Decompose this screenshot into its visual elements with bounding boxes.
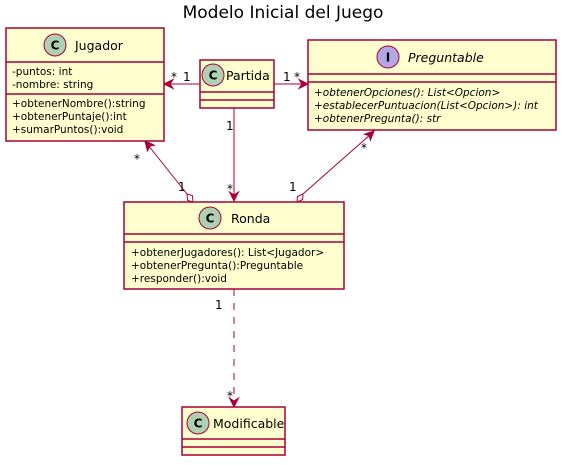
method: +obtenerJugadores(): List<Jugador> bbox=[131, 247, 324, 259]
class-partida: C Partida bbox=[199, 59, 275, 109]
class-jugador: C Jugador -puntos: int -nombre: string +… bbox=[5, 27, 165, 142]
multiplicity-preguntable-side: * bbox=[294, 70, 300, 84]
arrowhead bbox=[162, 78, 175, 90]
class-stereotype-badge bbox=[43, 33, 67, 57]
class-name: Modificable bbox=[213, 416, 285, 431]
class-box bbox=[307, 39, 557, 131]
aggregation-diamond bbox=[296, 193, 304, 203]
multiplicity-partida-side: 1 bbox=[226, 119, 234, 133]
edge-line bbox=[302, 133, 372, 195]
arrowhead bbox=[228, 190, 240, 203]
class-name: Preguntable bbox=[408, 50, 484, 65]
method: +obtenerOpciones(): List<Opcion> bbox=[314, 87, 500, 99]
interface-preguntable: I Preguntable +obtenerOpciones(): List<O… bbox=[307, 39, 557, 131]
class-name: Partida bbox=[226, 68, 270, 83]
relation-ronda-jugador: * 1 bbox=[134, 140, 194, 203]
multiplicity-ronda-side: 1 bbox=[178, 180, 186, 194]
class-stereotype-badge bbox=[198, 206, 222, 230]
arrowhead bbox=[362, 130, 375, 142]
class-stereotype-letter: C bbox=[51, 39, 60, 53]
method: +sumarPuntos():void bbox=[12, 124, 123, 136]
method: +obtenerPregunta(): str bbox=[314, 113, 441, 125]
interface-stereotype-badge bbox=[376, 45, 400, 69]
multiplicity-ronda-side: 1 bbox=[289, 180, 297, 194]
class-ronda: C Ronda +obtenerJugadores(): List<Jugado… bbox=[123, 201, 345, 290]
multiplicity-modificable-side: * bbox=[227, 389, 233, 403]
multiplicity-partida-side: 1 bbox=[283, 70, 291, 84]
multiplicity-preguntable-side: * bbox=[361, 141, 367, 155]
method: +obtenerPuntaje():int bbox=[12, 111, 127, 123]
multiplicity-ronda-side: * bbox=[227, 182, 233, 196]
multiplicity-ronda-side: 1 bbox=[215, 298, 223, 312]
arrowhead bbox=[228, 396, 240, 409]
relation-ronda-preguntable: * 1 bbox=[289, 130, 375, 203]
aggregation-diamond bbox=[186, 193, 194, 203]
method: +responder():void bbox=[131, 273, 227, 285]
class-name: Ronda bbox=[231, 211, 270, 226]
class-stereotype-letter: I bbox=[386, 51, 390, 65]
attribute: -nombre: string bbox=[12, 79, 93, 91]
arrowhead bbox=[144, 140, 157, 153]
relation-partida-preguntable: 1 * bbox=[274, 70, 310, 90]
class-stereotype-badge bbox=[186, 411, 210, 435]
class-stereotype-letter: C bbox=[209, 69, 218, 83]
class-stereotype-letter: C bbox=[206, 212, 215, 226]
multiplicity-partida-side: 1 bbox=[183, 70, 191, 84]
method: +obtenerNombre():string bbox=[12, 98, 146, 110]
class-stereotype-letter: C bbox=[194, 417, 203, 431]
arrowhead bbox=[297, 78, 310, 90]
relation-ronda-modificable: 1 * bbox=[215, 289, 240, 409]
diagram-title: Modelo Inicial del Juego bbox=[183, 3, 384, 23]
edge-line bbox=[147, 144, 188, 195]
relation-partida-ronda: 1 * bbox=[226, 108, 240, 203]
multiplicity-jugador-side: * bbox=[134, 152, 140, 166]
relation-partida-jugador: * 1 bbox=[162, 70, 200, 90]
multiplicity-jugador-side: * bbox=[171, 70, 177, 84]
class-modificable: C Modificable bbox=[181, 406, 286, 456]
class-box bbox=[5, 27, 165, 142]
method: +obtenerPregunta():Preguntable bbox=[131, 260, 303, 272]
method: +establecerPuntuacion(List<Opcion>): int bbox=[314, 100, 539, 112]
class-name: Jugador bbox=[74, 38, 124, 53]
class-stereotype-badge bbox=[201, 63, 225, 87]
class-box bbox=[123, 201, 345, 290]
attribute: -puntos: int bbox=[12, 66, 72, 78]
